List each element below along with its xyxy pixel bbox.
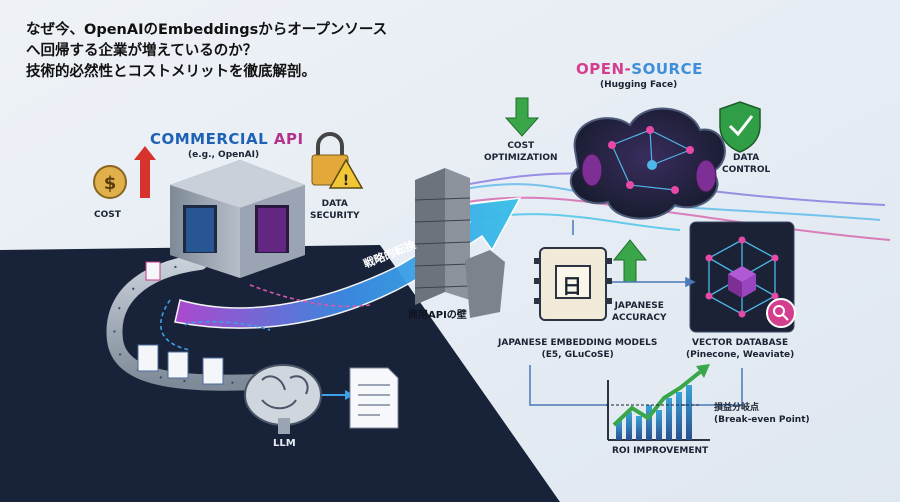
breakeven-line-2: (Break-even Point) [714,415,810,425]
gateway-building-icon [170,160,305,278]
jp-accuracy-line-1: JAPANESE [614,301,664,311]
data-security-line-1: DATA [321,199,348,209]
magnifier-icon [766,298,796,328]
commercial-api-header: COMMERCIAL API [150,130,304,148]
svg-text:!: ! [343,173,349,189]
down-arrow-icon [504,97,540,137]
title-line-1: なぜ今、OpenAIのEmbeddingsからオープンソース [26,22,388,38]
commercial-api-sub: (e.g., OpenAI) [188,150,260,160]
data-security-line-2: SECURITY [310,211,360,221]
jp-models-line-1: JAPANESE EMBEDDING MODELS [498,338,658,348]
roi-label: ROI IMPROVEMENT [612,446,709,456]
page-title: なぜ今、OpenAIのEmbeddingsからオープンソース へ回帰する企業が増… [26,20,446,83]
vector-db-line-2: (Pinecone, Weaviate) [686,350,795,360]
open-source-sub: (Hugging Face) [600,80,678,90]
brick-wall-icon [414,168,505,318]
data-control-line-1: DATA [733,153,760,163]
commercial-header-text: COMMERCIAL [150,130,274,148]
jp-models-line-2: (E5, GLuCoSE) [541,350,614,360]
cost-label: COST [94,210,121,220]
jp-accuracy-label: JAPANESE ACCURACY [612,300,667,324]
llm-label: LLM [273,438,296,449]
accuracy-up-arrow-icon [612,239,648,283]
cost-opt-line-1: COST [507,141,535,151]
svg-text:$: $ [104,173,117,194]
jp-models-label: JAPANESE EMBEDDING MODELS (E5, GLuCoSE) [498,337,657,361]
title-line-2: へ回帰する企業が増えているのか？ [26,43,258,59]
rag-system-label: RAG SYSTEM [254,336,320,346]
vector-db-line-1: VECTOR DATABASE [692,338,789,348]
data-security-label: DATA SECURITY [310,198,359,222]
data-control-line-2: CONTROL [722,165,771,175]
open-header-source: SOURCE [631,60,703,78]
cost-opt-line-2: OPTIMIZATION [484,153,558,163]
output-document-icon [349,367,399,429]
strategic-shift-arrow [174,197,522,329]
api-wall-label: 商用APIの壁 [408,310,467,321]
breakeven-line-1: 損益分岐点 [714,403,760,413]
neural-cloud-icon [569,107,726,220]
document-icon [137,261,224,385]
open-source-header: OPEN-SOURCE [576,60,703,78]
jp-accuracy-line-2: ACCURACY [612,313,667,323]
commercial-header-api: API [273,130,304,148]
breakeven-label: 損益分岐点 (Break-even Point) [714,402,810,426]
cost-optimization-label: COST OPTIMIZATION [484,140,558,164]
vector-db-cube-icon [689,221,795,333]
brain-icon [244,364,322,434]
shield-check-icon [719,101,761,153]
data-control-label: DATA CONTROL [722,152,770,176]
connector-lines [529,220,743,406]
vector-db-label: VECTOR DATABASE (Pinecone, Weaviate) [686,337,794,361]
up-arrow-icon [134,146,156,198]
jp-glyph: 日 [562,274,582,298]
roi-chart-icon [606,364,710,441]
open-header-text: OPEN- [576,60,632,78]
padlock-warning-icon: ! [311,132,364,189]
dollar-coin-icon: $ [93,165,127,199]
title-line-3: 技術的必然性とコストメリットを徹底解剖。 [26,64,316,80]
jp-model-icon [534,247,612,321]
